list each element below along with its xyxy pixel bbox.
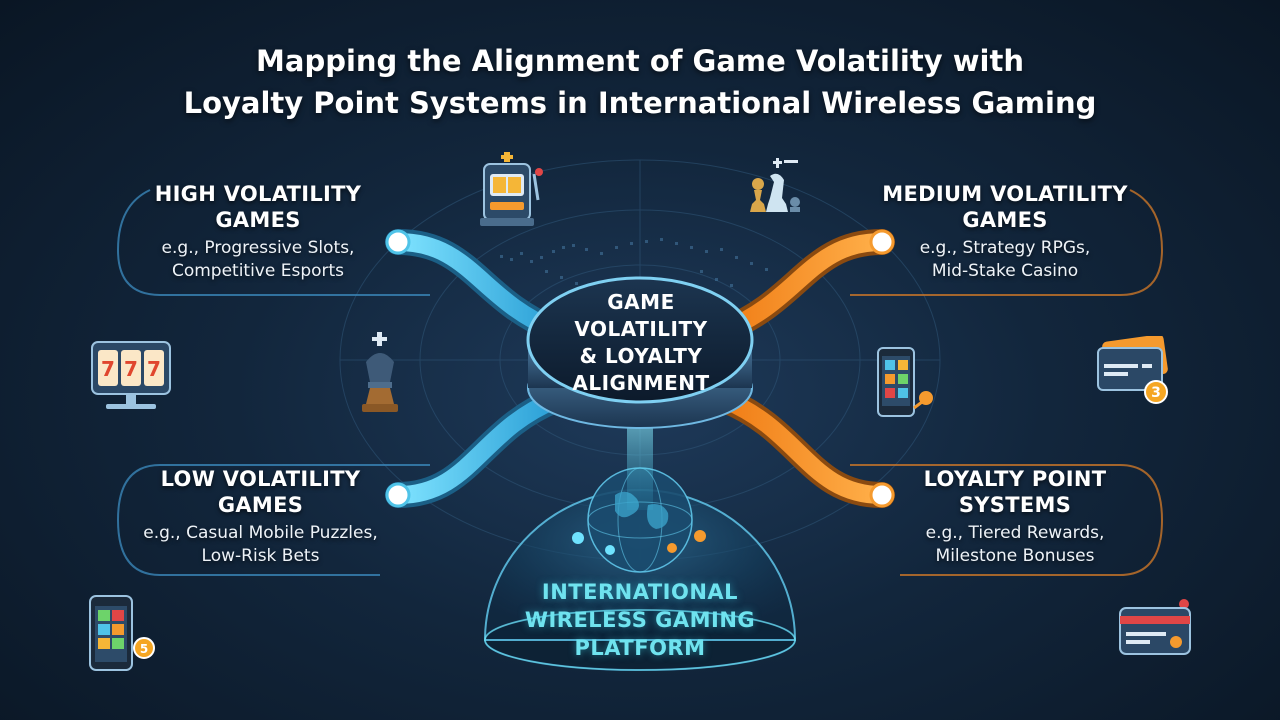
- node-low-example-1: e.g., Casual Mobile Puzzles,: [143, 523, 378, 543]
- svg-text:7: 7: [147, 357, 161, 381]
- node-high-volatility: HIGH VOLATILITY GAMES e.g., Progressive …: [128, 181, 388, 283]
- title-line-1: Mapping the Alignment of Game Volatility…: [256, 44, 1024, 78]
- node-medium-example-2: Mid-Stake Casino: [931, 261, 1079, 281]
- slot-monitor-icon: 7 7 7: [91, 341, 171, 409]
- world-map-dots: [500, 238, 768, 287]
- platform-line-2: WIRELESS GAMING: [524, 608, 756, 632]
- node-high-example-2: Competitive Esports: [171, 261, 345, 281]
- platform-dome: [483, 467, 797, 671]
- svg-text:7: 7: [124, 357, 138, 381]
- loyalty-card-icon: 3: [1097, 336, 1168, 404]
- node-low-example-2: Low-Risk Bets: [201, 546, 320, 566]
- node-low-volatility: LOW VOLATILITY GAMES e.g., Casual Mobile…: [128, 466, 393, 568]
- node-high-heading-1: HIGH VOLATILITY: [154, 182, 362, 206]
- hub-line-4: ALIGNMENT: [572, 371, 710, 395]
- platform-line-3: PLATFORM: [574, 636, 706, 660]
- central-hub: [526, 276, 754, 429]
- page-title: Mapping the Alignment of Game Volatility…: [0, 40, 1280, 124]
- connector-low: [385, 387, 568, 508]
- credit-card-icon: [1119, 599, 1191, 655]
- platform-line-1: INTERNATIONAL: [541, 580, 739, 604]
- platform-label: INTERNATIONAL WIRELESS GAMING PLATFORM: [480, 578, 800, 662]
- node-high-heading-2: GAMES: [215, 208, 301, 232]
- node-low-heading-1: LOW VOLATILITY: [160, 467, 361, 491]
- chess-pieces-icon: [750, 158, 800, 212]
- connector-medium: [712, 229, 895, 343]
- connector-loyalty: [712, 387, 895, 508]
- hub-line-3: & LOYALTY: [579, 344, 703, 368]
- node-loyalty-example-1: e.g., Tiered Rewards,: [925, 523, 1105, 543]
- node-loyalty-heading-1: LOYALTY POINT: [923, 467, 1107, 491]
- title-line-2: Loyalty Point Systems in International W…: [183, 86, 1097, 120]
- connector-high: [385, 229, 568, 343]
- node-loyalty-heading-2: SYSTEMS: [958, 493, 1072, 517]
- node-loyalty-example-2: Milestone Bonuses: [935, 546, 1095, 566]
- hub-label: GAME VOLATILITY & LOYALTY ALIGNMENT: [536, 289, 746, 397]
- slot-machine-icon: [480, 152, 543, 226]
- chess-king-icon: [362, 332, 398, 412]
- node-low-heading-2: GAMES: [217, 493, 304, 517]
- hub-line-1: GAME: [607, 290, 675, 314]
- node-medium-volatility: MEDIUM VOLATILITY GAMES e.g., Strategy R…: [870, 181, 1140, 283]
- node-high-example-1: e.g., Progressive Slots,: [161, 238, 355, 258]
- node-medium-heading-2: GAMES: [962, 208, 1048, 232]
- phone-badge-number: 5: [140, 642, 148, 656]
- hub-line-2: VOLATILITY: [574, 317, 708, 341]
- mobile-puzzle-icon: 5: [89, 595, 155, 671]
- node-loyalty-point-systems: LOYALTY POINT SYSTEMS e.g., Tiered Rewar…: [885, 466, 1145, 568]
- node-outlines: [116, 189, 1164, 576]
- node-medium-heading-1: MEDIUM VOLATILITY: [882, 182, 1128, 206]
- smartphone-game-icon: [877, 347, 933, 417]
- node-medium-example-1: e.g., Strategy RPGs,: [919, 238, 1091, 258]
- svg-text:7: 7: [101, 357, 115, 381]
- card-badge-number: 3: [1151, 385, 1161, 401]
